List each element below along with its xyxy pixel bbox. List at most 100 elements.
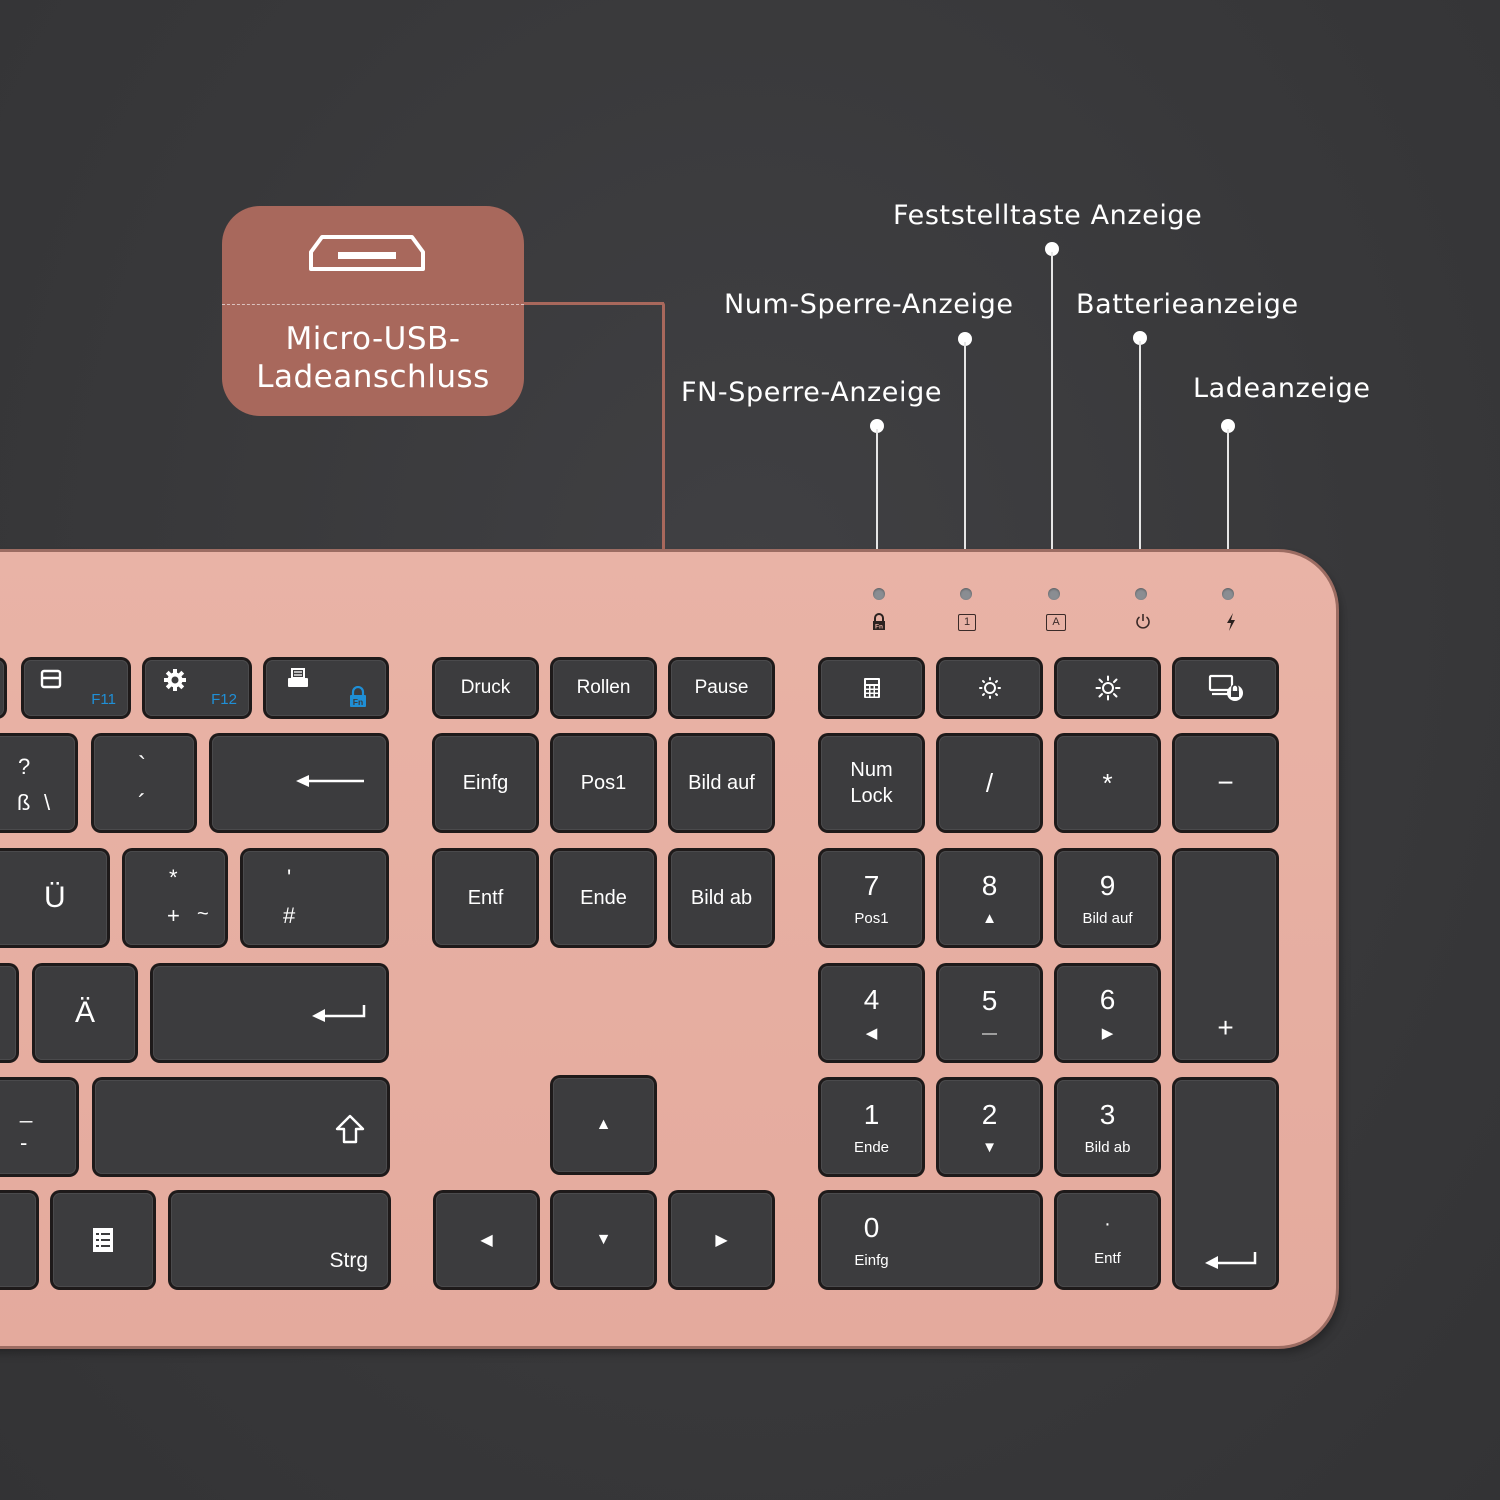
key-arrow-right[interactable]: ▶ [671,1193,772,1287]
fn-lock-icon: Fn [350,686,366,707]
key-pos1[interactable]: Pos1 [553,736,654,830]
fn-lock-led [873,588,885,600]
key-brightness-down[interactable] [939,660,1040,716]
brightness-up-icon [1095,675,1120,701]
key-num-dot[interactable]: ·Entf [1057,1193,1158,1287]
key-num-2[interactable]: 2▼ [939,1080,1040,1174]
calculator-icon [863,678,880,698]
micro-usb-port-icon [309,235,425,271]
key-num-divide[interactable]: / [939,736,1040,830]
key-num-plus[interactable]: + [1175,851,1276,1060]
key-brightness-up[interactable] [1057,660,1158,716]
screen-lock-icon [1208,674,1243,701]
key-f11[interactable]: F11 [24,660,128,716]
key-ue[interactable]: Ü [0,851,107,945]
usb-connector-line-vertical [662,302,665,558]
gear-icon [164,669,186,691]
svg-text:Fn: Fn [353,697,363,707]
key-calculator[interactable] [821,660,922,716]
key-minus[interactable]: _ - [0,1080,76,1174]
key-context-menu[interactable] [53,1193,153,1287]
key-oe-partial[interactable] [0,966,16,1060]
key-hash[interactable]: ' # [243,851,386,945]
battery-pointer-line [1139,341,1141,592]
arrow-up-icon: ▲ [595,1116,612,1133]
key-altgr-partial[interactable] [0,1193,36,1287]
arrow-right-icon: ▶ [715,1232,728,1249]
key-plus[interactable]: * + ~ [125,851,225,945]
key-print-fn-lock[interactable]: Fn [266,660,386,716]
key-ae[interactable]: Ä [35,966,135,1060]
caps-lock-led [1048,588,1060,600]
fn-lock-pointer-line [876,429,878,592]
key-num-4[interactable]: 4◀ [821,966,922,1060]
num-lock-pointer-line [964,342,966,592]
key-arrow-up[interactable]: ▲ [553,1078,654,1172]
key-num-lock[interactable]: Num Lock [821,736,922,830]
key-num-minus[interactable]: − [1175,736,1276,830]
key-pause[interactable]: Pause [671,660,772,716]
key-ende[interactable]: Ende [553,851,654,945]
key-sz[interactable]: ? ß \ [0,736,75,830]
context-menu-icon [93,1228,113,1252]
key-num-6[interactable]: 6▶ [1057,966,1158,1060]
lightning-icon [1227,613,1235,631]
key-rollen[interactable]: Rollen [553,660,654,716]
caps-lock-a-icon: A [1046,614,1066,631]
charging-led [1222,588,1234,600]
arrow-down-icon: ▼ [595,1231,612,1248]
enter-arrow-icon [1205,1252,1257,1269]
fn-lock-pointer-dot [870,419,884,433]
caps-lock-pointer-dot [1045,242,1059,256]
key-einfg[interactable]: Einfg [435,736,536,830]
key-arrow-left[interactable]: ◀ [436,1193,537,1287]
fn-lock-icon: Fn [873,613,885,631]
usb-connector-line [524,302,664,305]
backspace-arrow-icon [296,775,364,787]
key-ctrl-right[interactable]: Strg [171,1193,388,1287]
key-f10-partial[interactable] [0,660,4,716]
save-icon [40,669,62,689]
num-lock-led [960,588,972,600]
shift-arrow-icon [335,1114,365,1144]
key-enter[interactable] [153,966,386,1060]
key-entf[interactable]: Entf [435,851,536,945]
caps-lock-pointer-line [1051,252,1053,592]
battery-indicator-label: Batterieanzeige [1076,289,1299,320]
key-arrow-down[interactable]: ▼ [553,1193,654,1287]
power-icon [1136,614,1150,629]
key-num-5[interactable]: 5— [939,966,1040,1060]
key-accent[interactable]: ` ´ [94,736,194,830]
key-backspace[interactable] [212,736,386,830]
key-num-8[interactable]: 8▲ [939,851,1040,945]
svg-text:Fn: Fn [875,624,883,631]
key-bild-ab[interactable]: Bild ab [671,851,772,945]
num-lock-indicator-label: Num-Sperre-Anzeige [724,289,1014,320]
brightness-down-icon [978,677,1001,699]
key-screen-lock[interactable] [1175,660,1276,716]
charging-pointer-dot [1221,419,1235,433]
micro-usb-label: Micro-USB- Ladeanschluss [256,321,490,395]
printer-icon [288,668,308,687]
num-lock-pointer-dot [958,332,972,346]
caps-lock-indicator-label: Feststelltaste Anzeige [893,200,1203,231]
enter-arrow-icon [312,1005,366,1022]
num-lock-1-icon: 1 [958,614,976,631]
key-f12[interactable]: F12 [145,660,249,716]
key-num-multiply[interactable]: * [1057,736,1158,830]
key-bild-auf[interactable]: Bild auf [671,736,772,830]
key-num-enter[interactable] [1175,1080,1276,1287]
fn-lock-indicator-label: FN-Sperre-Anzeige [681,377,943,408]
micro-usb-callout: Micro-USB- Ladeanschluss [222,206,524,416]
battery-led [1135,588,1147,600]
callout-divider [222,304,524,305]
battery-pointer-dot [1133,331,1147,345]
key-druck[interactable]: Druck [435,660,536,716]
key-shift-right[interactable] [95,1080,387,1174]
arrow-left-icon: ◀ [480,1232,493,1249]
